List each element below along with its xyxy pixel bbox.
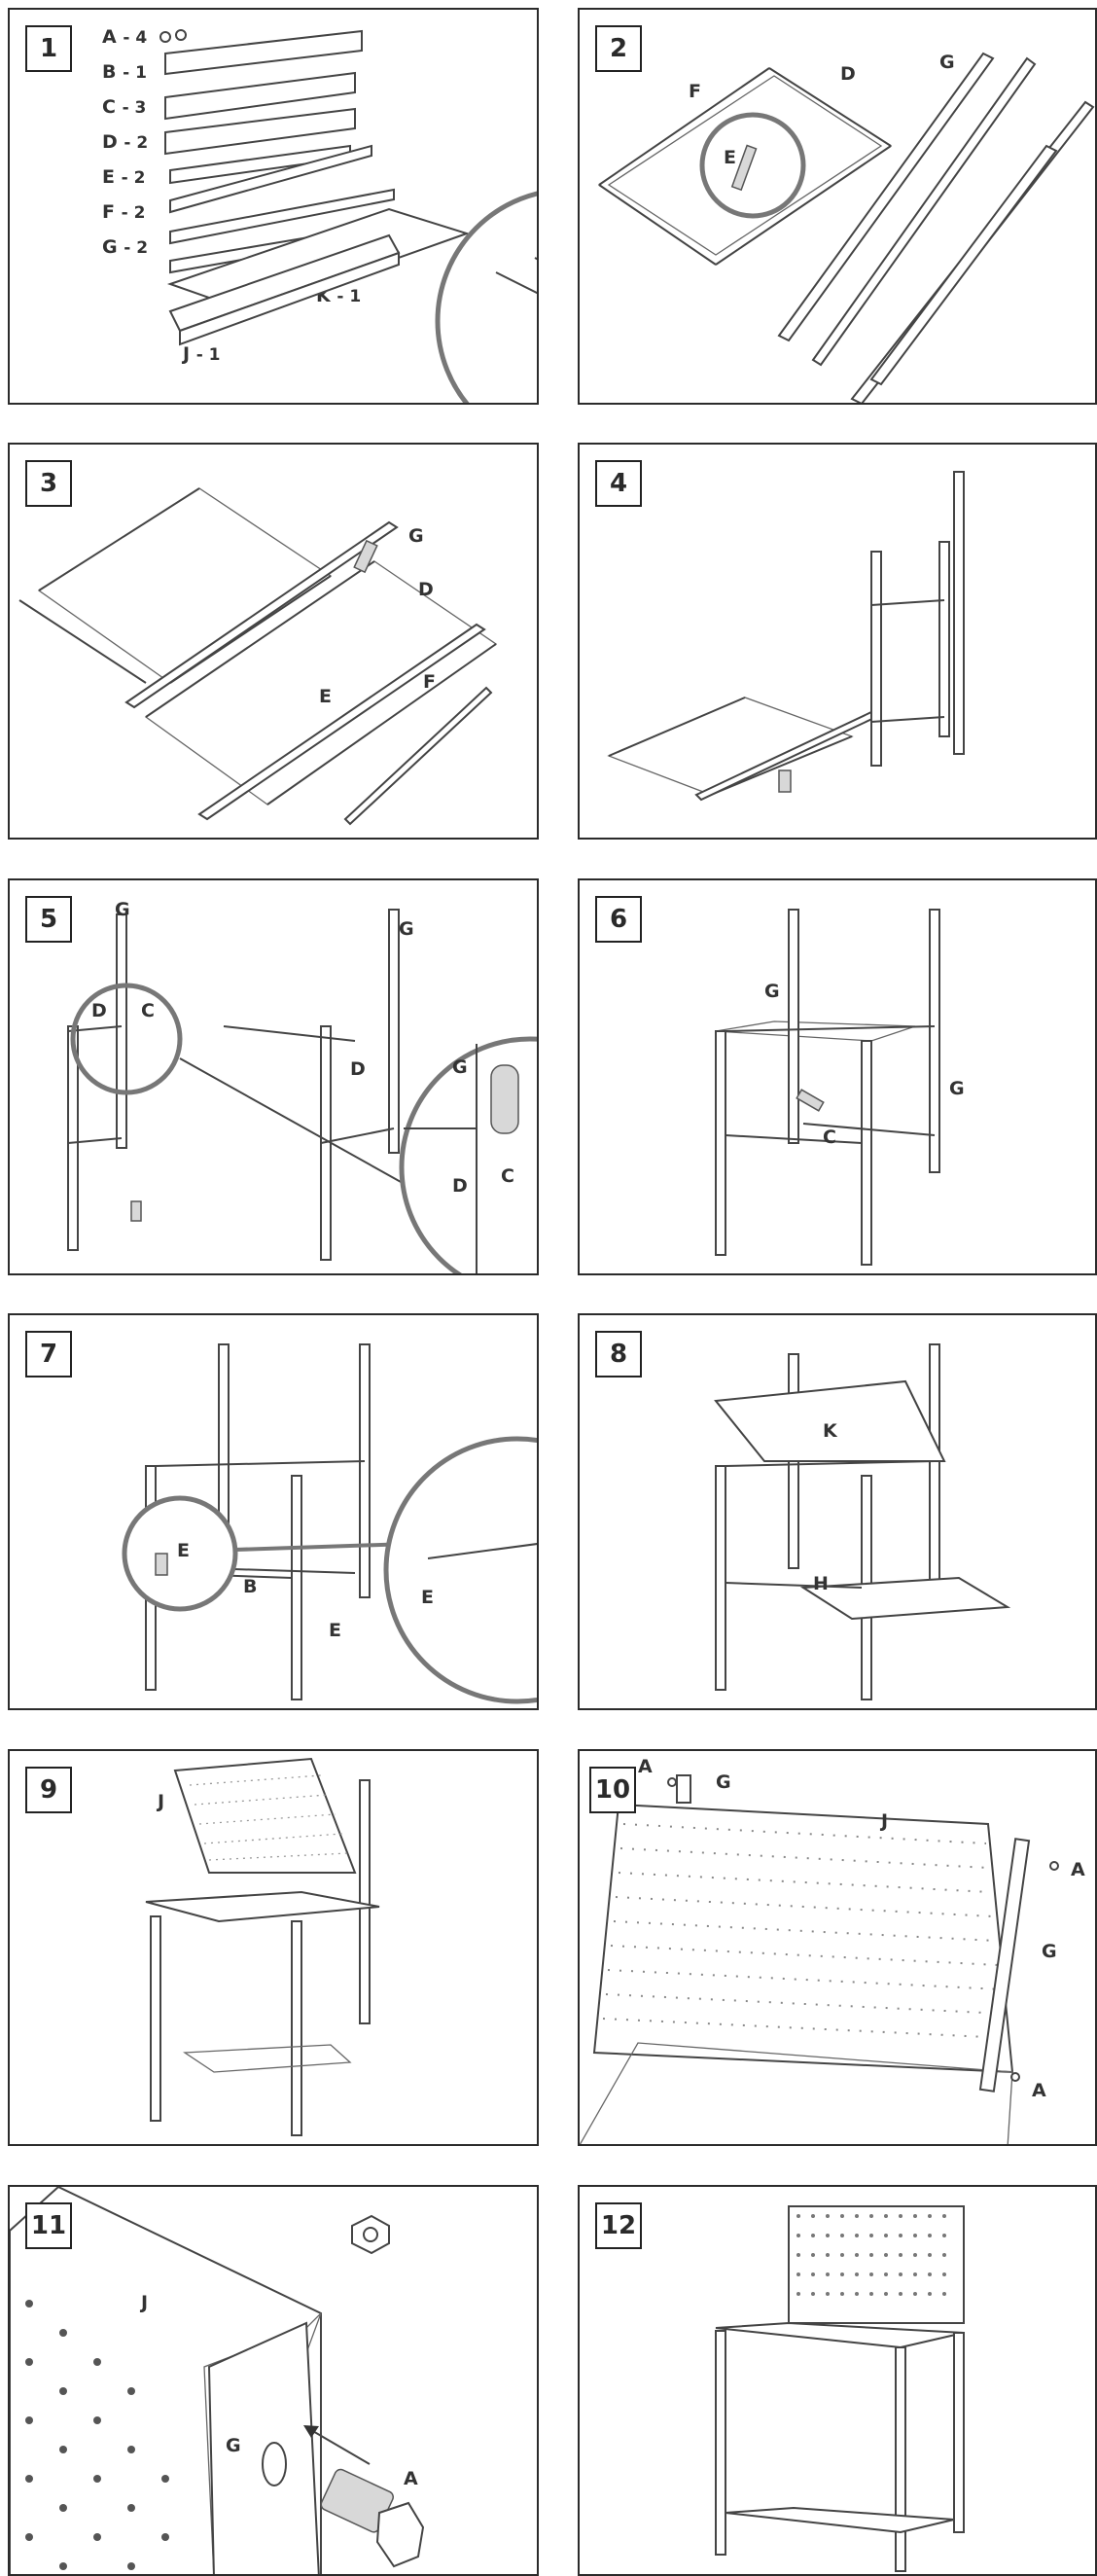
label-g-top: G — [716, 1771, 731, 1793]
step-number: 9 — [25, 1767, 72, 1813]
step-number: 6 — [595, 896, 642, 943]
step-number: 1 — [25, 25, 72, 72]
finished-workbench-illustration — [715, 2205, 965, 2572]
label-d: D — [418, 579, 434, 600]
step-4-panel: 4 — [578, 443, 1097, 840]
label-e: E — [329, 1620, 341, 1641]
detail-label-g: G — [452, 1056, 468, 1078]
crossbar-attach-illustration: G G D C D G D C — [67, 899, 537, 1273]
part-label-d: D - 2 — [102, 131, 148, 153]
step-number: 8 — [595, 1331, 642, 1377]
detail-label-e: E — [421, 1587, 434, 1608]
side-frame-illustration — [607, 471, 965, 802]
part-label-j: J - 1 — [181, 343, 221, 365]
step-number: 3 — [25, 460, 72, 507]
step-11-panel: 11 J G A — [8, 2185, 539, 2576]
frame-assembly-illustration: E F D G — [597, 52, 1095, 403]
label-a-right: A — [1071, 1859, 1085, 1880]
step-number: 5 — [25, 896, 72, 943]
step-6-panel: 6 G G C — [578, 878, 1097, 1275]
label-g: G — [226, 2435, 241, 2456]
step-number: 11 — [25, 2202, 72, 2249]
label-a: A — [404, 2468, 418, 2489]
step-5-panel: 5 G G D C D G D C — [8, 878, 539, 1275]
part-label-g: G - 2 — [102, 236, 148, 258]
frame-joining-illustration: G D E F — [18, 487, 498, 826]
step-number: 7 — [25, 1331, 72, 1377]
label-k: K — [823, 1420, 838, 1442]
label-g: G — [939, 52, 955, 73]
label-a-top: A — [638, 1756, 653, 1777]
table-frame-illustration: G G C — [715, 909, 965, 1266]
label-g-left: G — [764, 981, 780, 1002]
label-j: J — [139, 2292, 148, 2313]
parts-overview-illustration: A - 4 B - 1 C - 3 D - 2 E - 2 F - 2 G - … — [102, 26, 537, 403]
label-c: C — [823, 1127, 836, 1148]
label-g-right: G — [1042, 1941, 1057, 1962]
step-9-panel: 9 J — [8, 1749, 539, 2146]
step-number: 12 — [595, 2202, 642, 2249]
step-number: 4 — [595, 460, 642, 507]
label-g-left: G — [115, 899, 130, 920]
label-h: H — [813, 1573, 829, 1594]
part-label-c: C - 3 — [102, 96, 146, 118]
top-and-shelf-boards-illustration: K H — [714, 1343, 1011, 1700]
label-d: D — [840, 63, 856, 85]
step-2-panel: 2 E F D G — [578, 8, 1097, 405]
pegboard-closeup-illustration: A G J A G A — [580, 1756, 1085, 2144]
label-e: E — [724, 147, 736, 168]
label-d-right: D — [350, 1058, 366, 1080]
label-g: G — [408, 525, 424, 547]
label-d-left: D — [91, 1000, 107, 1021]
label-c: C — [141, 1000, 155, 1021]
label-e: E — [319, 686, 332, 707]
label-g-right: G — [399, 918, 414, 940]
step-8-panel: 8 K H — [578, 1313, 1097, 1710]
label-j: J — [879, 1810, 888, 1832]
label-e-circle: E — [177, 1540, 190, 1561]
step-10-panel: 10 A G J A G A — [578, 1749, 1097, 2146]
label-a-bottom: A — [1032, 2080, 1046, 2101]
step-number: 2 — [595, 25, 642, 72]
step-3-panel: 3 G D E F — [8, 443, 539, 840]
part-label-f: F - 2 — [102, 201, 145, 223]
label-j: J — [156, 1791, 164, 1812]
label-g-right: G — [949, 1078, 965, 1099]
step-number: 10 — [589, 1767, 636, 1813]
detail-label-d: D — [452, 1175, 468, 1197]
part-label-b: B - 1 — [102, 61, 147, 83]
step-1-panel: 1 A - 4 B - 1 C - 3 D - 2 E - 2 F - 2 G … — [8, 8, 539, 405]
shelf-brace-illustration: E B E E B — [122, 1343, 537, 1704]
detail-label-c: C — [501, 1165, 514, 1187]
part-label-e: E - 2 — [102, 166, 145, 188]
step-12-panel: 12 — [578, 2185, 1097, 2576]
pegboard-mount-illustration: J — [145, 1757, 380, 2136]
step-7-panel: 7 E B E E B — [8, 1313, 539, 1710]
label-b: B — [243, 1576, 257, 1597]
part-label-a: A - 4 — [102, 26, 147, 48]
label-f: F — [689, 81, 701, 102]
bolt-detail-illustration: J G A — [10, 2187, 425, 2574]
label-f: F — [423, 671, 436, 693]
